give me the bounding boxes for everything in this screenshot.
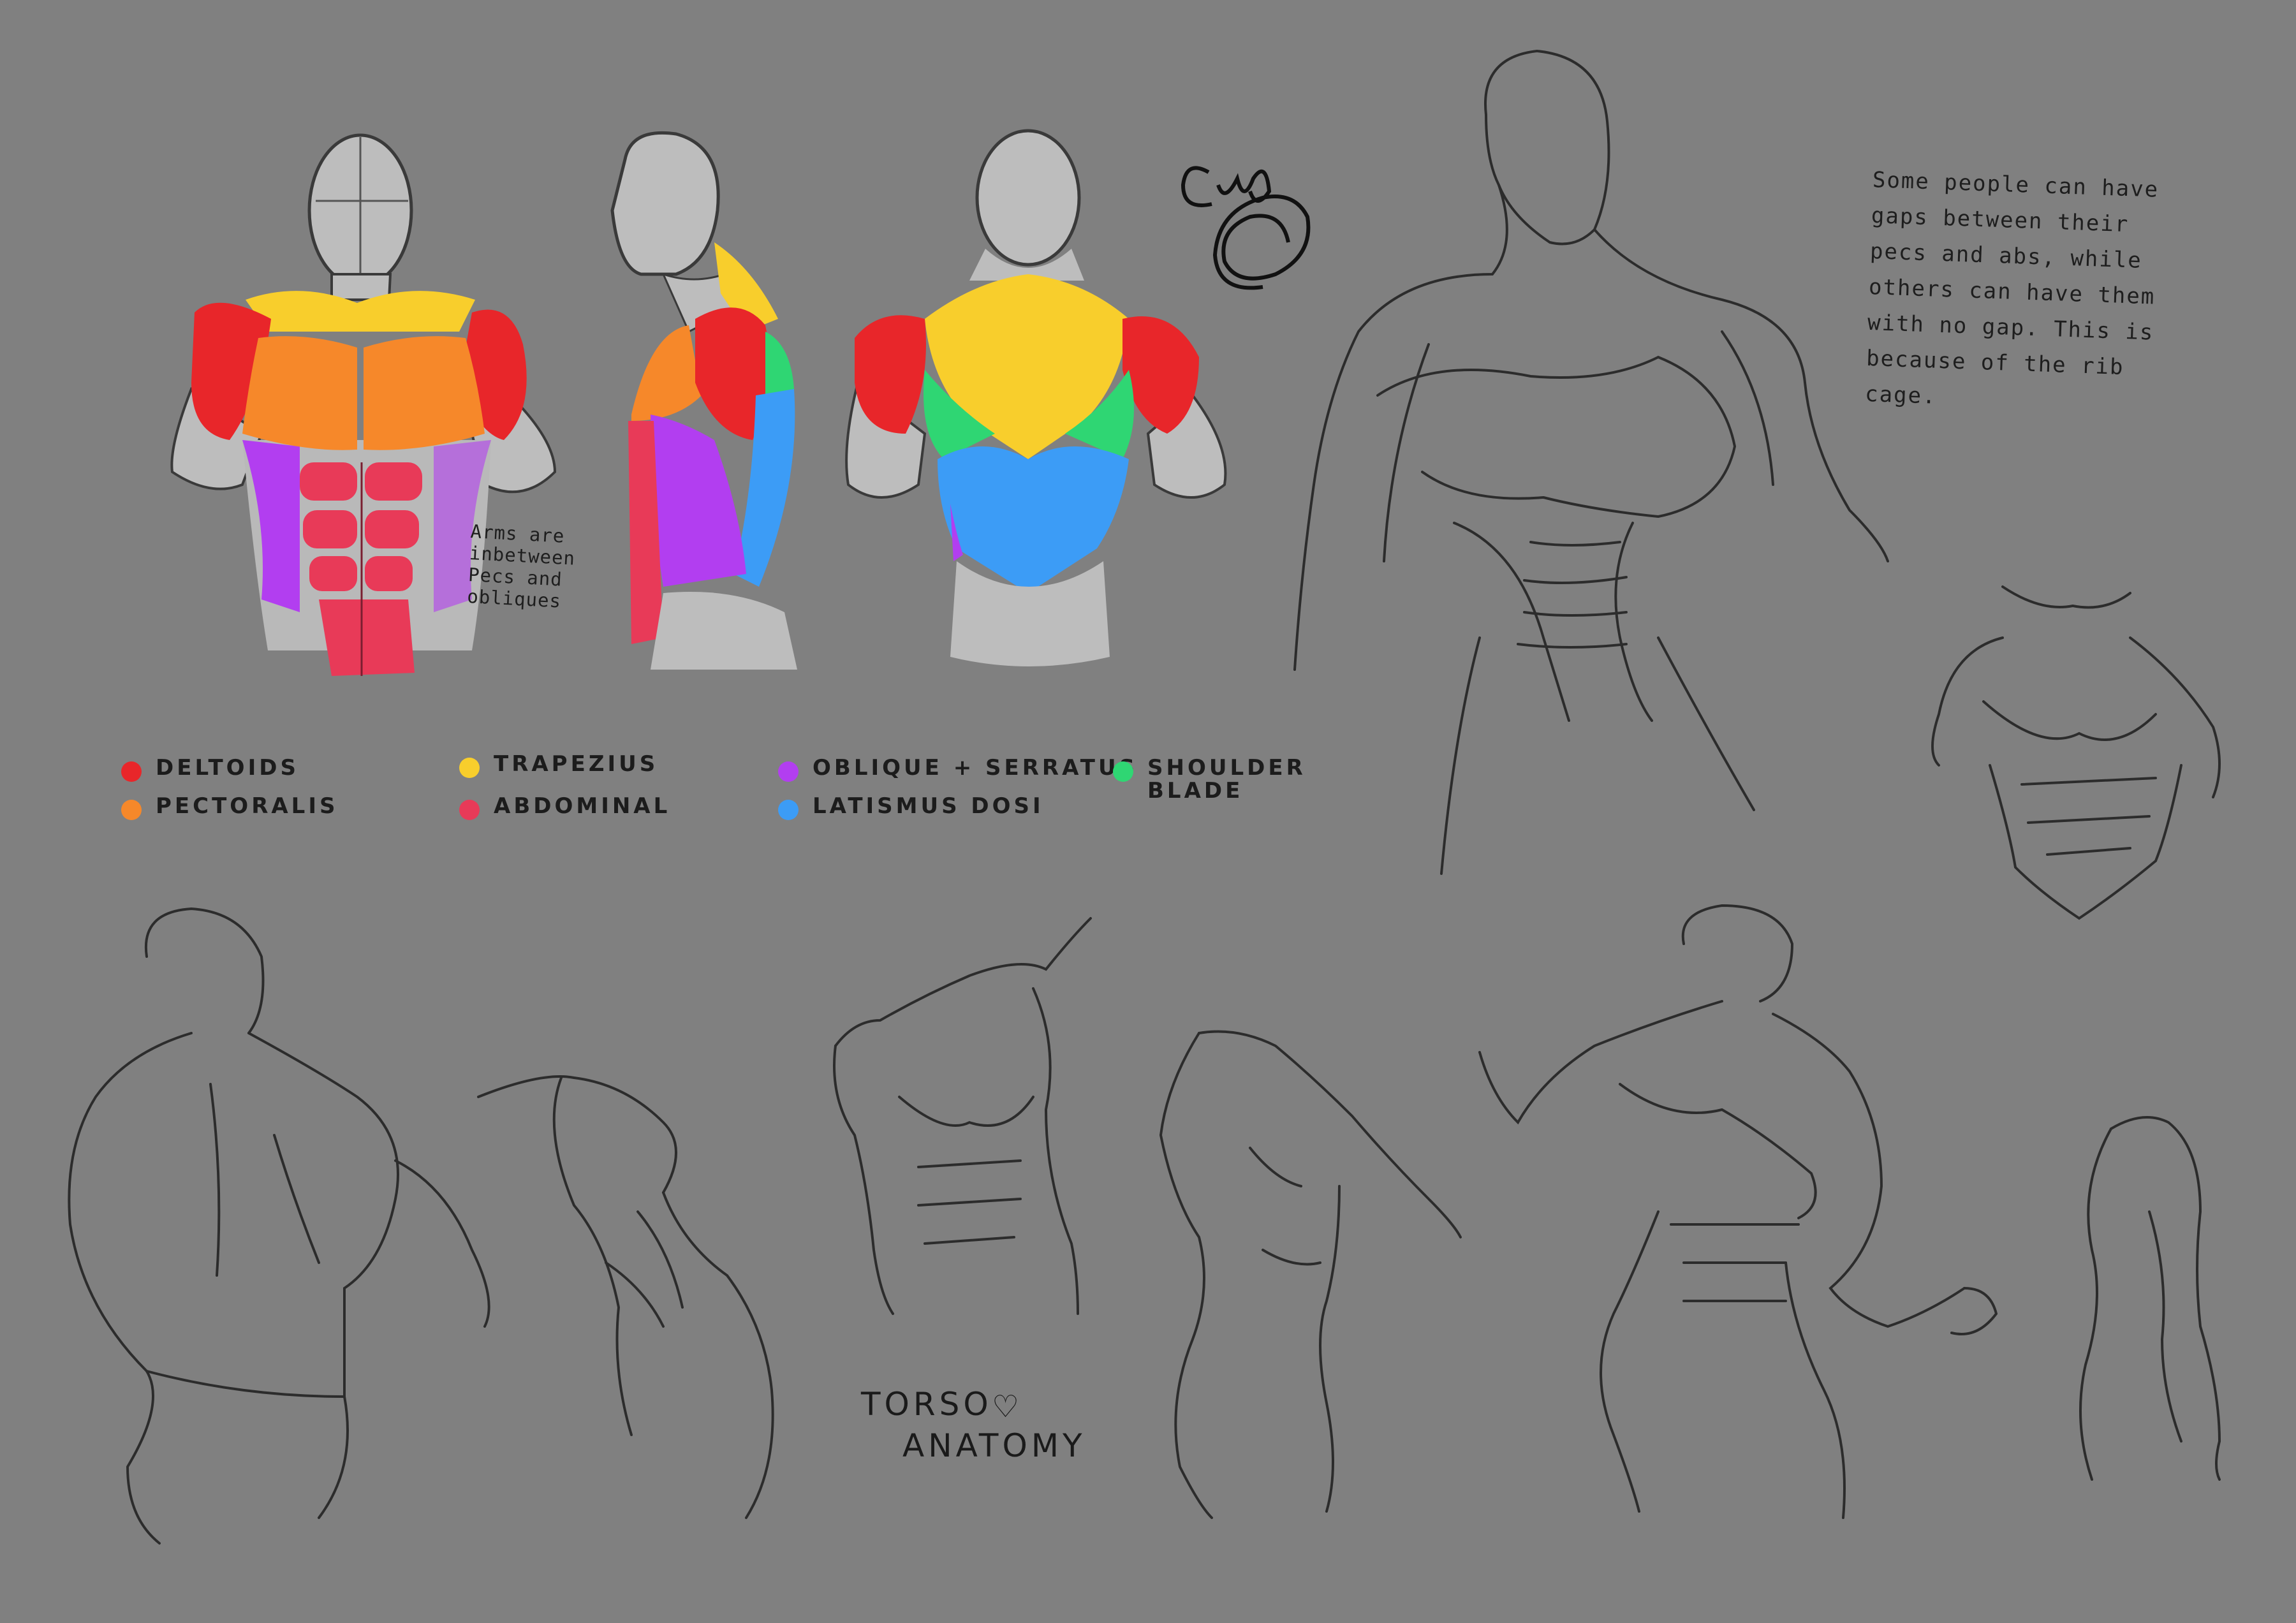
- front-torso-figure: [170, 133, 557, 676]
- legend-dot-abdominal: [459, 800, 480, 820]
- back-torso-figure: [845, 129, 1227, 666]
- side-torso-sketch-2: [1159, 1030, 1462, 1519]
- heart-icon: ♡: [992, 1389, 1020, 1425]
- legend-label: Latismus Dosi: [813, 793, 1044, 819]
- female-torso-sketch-small: [1931, 585, 2221, 920]
- legend-item-shoulder-blade: Shoulder Blade: [1113, 755, 1306, 804]
- side-torso-figure: [610, 131, 797, 670]
- legend-dot-trapezius: [459, 758, 480, 778]
- legend-label: Trapezius: [494, 751, 659, 777]
- legend-item-trapezius: Trapezius: [459, 753, 658, 778]
- side-twist-sketch: [477, 1075, 774, 1519]
- arms-annotation: Arms are inbetween Pecs and obliques: [466, 520, 576, 612]
- rib-cage-annotation: Some people can have gaps between their …: [1864, 167, 2160, 409]
- legend-label: Pectoralis: [156, 793, 339, 819]
- legend-label: Shoulder Blade: [1147, 755, 1306, 804]
- legend-dot-latismus-dosi: [778, 800, 798, 820]
- legend-item-latismus-dosi: Latismus Dosi: [778, 795, 1044, 820]
- legend-item-pectoralis: Pectoralis: [121, 795, 339, 820]
- back-muscular-sketch: [68, 907, 490, 1545]
- legend-item-abdominal: Abdominal: [459, 795, 670, 820]
- side-standing-sketch: [2079, 1116, 2221, 1481]
- title-line-2: Anatomy: [902, 1427, 1086, 1464]
- legend-item-deltoids: Deltoids: [121, 756, 299, 782]
- signature-logo: [1181, 166, 1311, 290]
- front-arched-sketch: [833, 917, 1092, 1315]
- legend-item-oblique-serratus: Oblique + Serratus: [778, 756, 1138, 782]
- legend-dot-oblique-serratus: [778, 761, 798, 782]
- title-line-1: Torso: [861, 1386, 992, 1423]
- legend-label: Oblique + Serratus: [813, 755, 1138, 781]
- legend-label: Abdominal: [494, 793, 671, 819]
- legend-dot-pectoralis: [121, 800, 142, 820]
- legend-dot-shoulder-blade: [1113, 761, 1133, 782]
- female-dynamic-sketch: [1478, 904, 1998, 1519]
- legend-label: Deltoids: [156, 755, 299, 781]
- male-torso-sketch: [1293, 49, 1889, 875]
- legend-dot-deltoids: [121, 761, 142, 782]
